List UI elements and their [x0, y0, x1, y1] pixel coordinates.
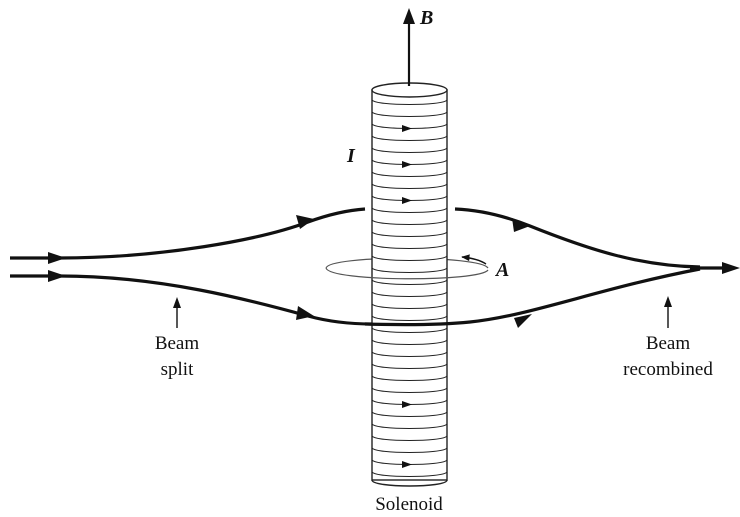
solenoid-winding [371, 435, 448, 442]
vector-potential-loop-front [325, 267, 489, 280]
lower-beam-right [364, 267, 701, 327]
current-direction-arrow [402, 197, 412, 204]
solenoid-winding [371, 207, 448, 214]
solenoid-winding [371, 315, 448, 322]
solenoid-winding [371, 411, 448, 418]
solenoid-winding [371, 135, 448, 142]
field-b-label: B [419, 7, 433, 29]
beam-split-label-line1: Beam [155, 333, 200, 354]
lower-beam-left [10, 274, 373, 326]
current-label: I [346, 145, 356, 167]
solenoid-winding [371, 363, 448, 370]
beam-split-label-line2: split [161, 359, 194, 380]
solenoid-winding [371, 267, 448, 274]
upper-beam-arrow-left [48, 252, 66, 264]
solenoid-winding [371, 387, 448, 394]
upper-beam-right [454, 207, 701, 269]
solenoid-winding [371, 423, 448, 430]
current-direction-arrow [402, 461, 412, 468]
solenoid-winding [371, 375, 448, 382]
solenoid-winding [371, 339, 448, 346]
solenoid-winding [371, 471, 448, 478]
solenoid-winding [371, 303, 448, 310]
solenoid-winding [371, 99, 448, 106]
solenoid-winding [371, 111, 448, 118]
solenoid-label: Solenoid [375, 494, 443, 515]
lower-beam-arrow-mid [296, 306, 314, 320]
beam-recombined-label-line2: recombined [623, 359, 713, 380]
upper-beam-arrow-right [512, 218, 530, 232]
field-b-arrowhead [403, 8, 415, 24]
solenoid-winding [371, 327, 448, 334]
upper-beam-left [10, 207, 366, 260]
solenoid-winding [371, 279, 448, 286]
solenoid-winding [371, 291, 448, 298]
current-direction-arrow [402, 161, 412, 168]
beam-split-pointer-head [173, 297, 181, 308]
upper-beam-arrow-mid [296, 215, 314, 229]
solenoid-winding [371, 255, 448, 262]
solenoid-winding [371, 243, 448, 250]
solenoid-winding [371, 147, 448, 154]
beam-recombined-label-line1: Beam [646, 333, 691, 354]
solenoid-winding [371, 447, 448, 454]
solenoid-winding [371, 231, 448, 238]
lower-beam-arrow-left [48, 270, 66, 282]
vector-potential-label: A [494, 259, 509, 281]
solenoid-winding [371, 183, 448, 190]
solenoid [371, 82, 448, 487]
solenoid-winding [371, 171, 448, 178]
beam-recombined-pointer-head [664, 296, 672, 307]
current-direction-arrow [402, 401, 412, 408]
lower-beam-arrow-right [514, 314, 532, 328]
solenoid-winding [371, 219, 448, 226]
current-direction-arrow [402, 125, 412, 132]
solenoid-windings [371, 99, 448, 478]
vector-potential-arrow [461, 254, 487, 265]
recombined-beam-arrow [722, 262, 740, 274]
solenoid-winding [371, 351, 448, 358]
